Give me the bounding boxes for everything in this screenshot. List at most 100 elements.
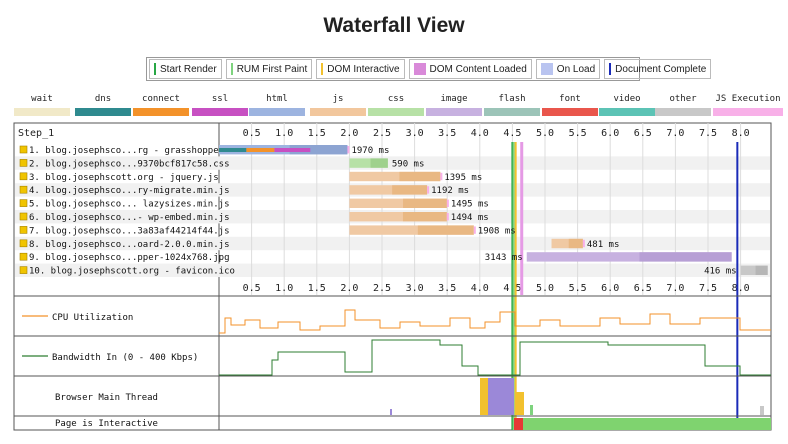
lock-icon [19,252,28,261]
main-thread-other [760,406,764,415]
tick-label: 1.5 [308,283,326,294]
request-phase [246,148,275,152]
key-label: ssl [211,94,229,104]
request-bar-download [568,238,583,249]
legend-label: RUM First Paint [236,63,308,75]
legend-label: DOM Content Loaded [429,63,527,75]
legend-swatch [540,63,553,75]
key-label: image [440,94,468,104]
tick-label: 5.5 [569,283,587,294]
legend-swatch [230,63,233,75]
key-other: other [655,92,711,116]
tick-label: 6.5 [634,128,652,139]
row-bg [15,156,770,170]
row-bg [15,236,770,251]
key-html: html [249,92,305,116]
main-thread-script [480,378,514,415]
main-thread-label: Browser Main Thread [55,393,158,403]
key-label: font [559,94,581,104]
tick-label: 6.5 [634,283,652,294]
tick-labels: 0.50.51.01.01.51.52.02.02.52.53.03.03.53… [243,128,750,294]
request-label: 7. blog.josephsco...3a83af44214f44.js [29,226,229,236]
js-execution-mark [446,213,449,221]
request-bar [740,265,768,275]
tick-label: 2.0 [340,283,358,294]
key-font: font [542,92,598,116]
key-dns: dns [75,92,131,116]
key-wait: wait [14,92,70,116]
js-execution-mark [473,226,476,234]
request-bar-download [370,158,388,168]
request-time: 1970 ms [351,146,389,156]
key-js-execution: JS Execution [713,92,783,116]
legend-label: Document Complete [615,63,707,75]
lock-icon [19,172,28,181]
request-bar-download [403,198,447,208]
key-swatch [75,108,131,116]
request-label: 1. blog.josephsco...rg - grasshopper/ [29,146,229,156]
key-connect: connect [133,92,189,116]
tick-label: 0.5 [243,128,261,139]
tick-label: 6.0 [601,283,619,294]
request-bar [349,171,441,182]
request-bar-download [639,252,732,262]
tick-label: 7.0 [666,128,684,139]
interactive-segment [523,418,771,430]
tick-label: 1.5 [308,128,326,139]
request-bar-download [755,265,768,275]
legend-label: On Load [556,63,596,75]
tick-label: 2.5 [373,283,391,294]
key-swatch [249,108,305,116]
tick-label: 8.0 [732,283,750,294]
bandwidth-label: Bandwidth In (0 - 400 Kbps) [52,353,198,363]
legend-item: Start Render [149,59,222,79]
chart-frame [13,122,772,431]
key-swatch [310,108,366,116]
js-execution-mark [347,146,350,154]
lock-icon [19,266,28,274]
request-time: 1494 ms [451,213,489,223]
tick-label: 1.0 [275,128,293,139]
row-bg [15,263,770,277]
lock-icon [19,212,28,221]
lock-icon [19,159,28,167]
not-interactive-segment [514,418,523,430]
key-swatch [133,108,189,116]
step-label: Step_1 [18,128,54,139]
request-bar [349,198,447,208]
key-label: JS Execution [715,94,781,104]
tick-label: 4.5 [503,128,521,139]
legend-swatch [321,63,324,75]
key-js: js [310,92,366,116]
request-bar [349,185,428,195]
tick-label: 3.0 [406,283,424,294]
js-execution-mark [440,172,443,181]
key-video: video [599,92,655,116]
legend-item: DOM Content Loaded [408,59,532,79]
legend-item: Document Complete [604,59,712,79]
request-label: 2. blog.josephsco...9370bcf817c58.css [29,159,229,169]
tick-label: 2.5 [373,128,391,139]
bandwidth-line [219,339,771,376]
tick-label: 1.0 [275,283,293,294]
js-execution-mark [582,239,585,248]
tick-label: 4.0 [471,128,489,139]
legend-swatch [413,63,426,75]
key-swatch [368,108,424,116]
lock-icon [19,239,28,248]
legend-item: DOM Interactive [316,59,405,79]
row-bg [15,210,770,224]
key-label: other [669,94,697,104]
js-execution-mark [427,186,430,194]
tick-label: 3.5 [438,283,456,294]
key-swatch [599,108,655,116]
tick-label: 7.5 [699,283,717,294]
key-flash: flash [484,92,540,116]
request-bar-download [417,225,474,235]
main-thread-tick [390,409,392,415]
request-time: 1192 ms [431,186,469,196]
cpu-label: CPU Utilization [52,313,133,323]
request-label: 6. blog.josephsco...- wp-embed.min.js [29,213,229,223]
request-time: 1395 ms [444,173,482,183]
request-bar [349,158,388,168]
